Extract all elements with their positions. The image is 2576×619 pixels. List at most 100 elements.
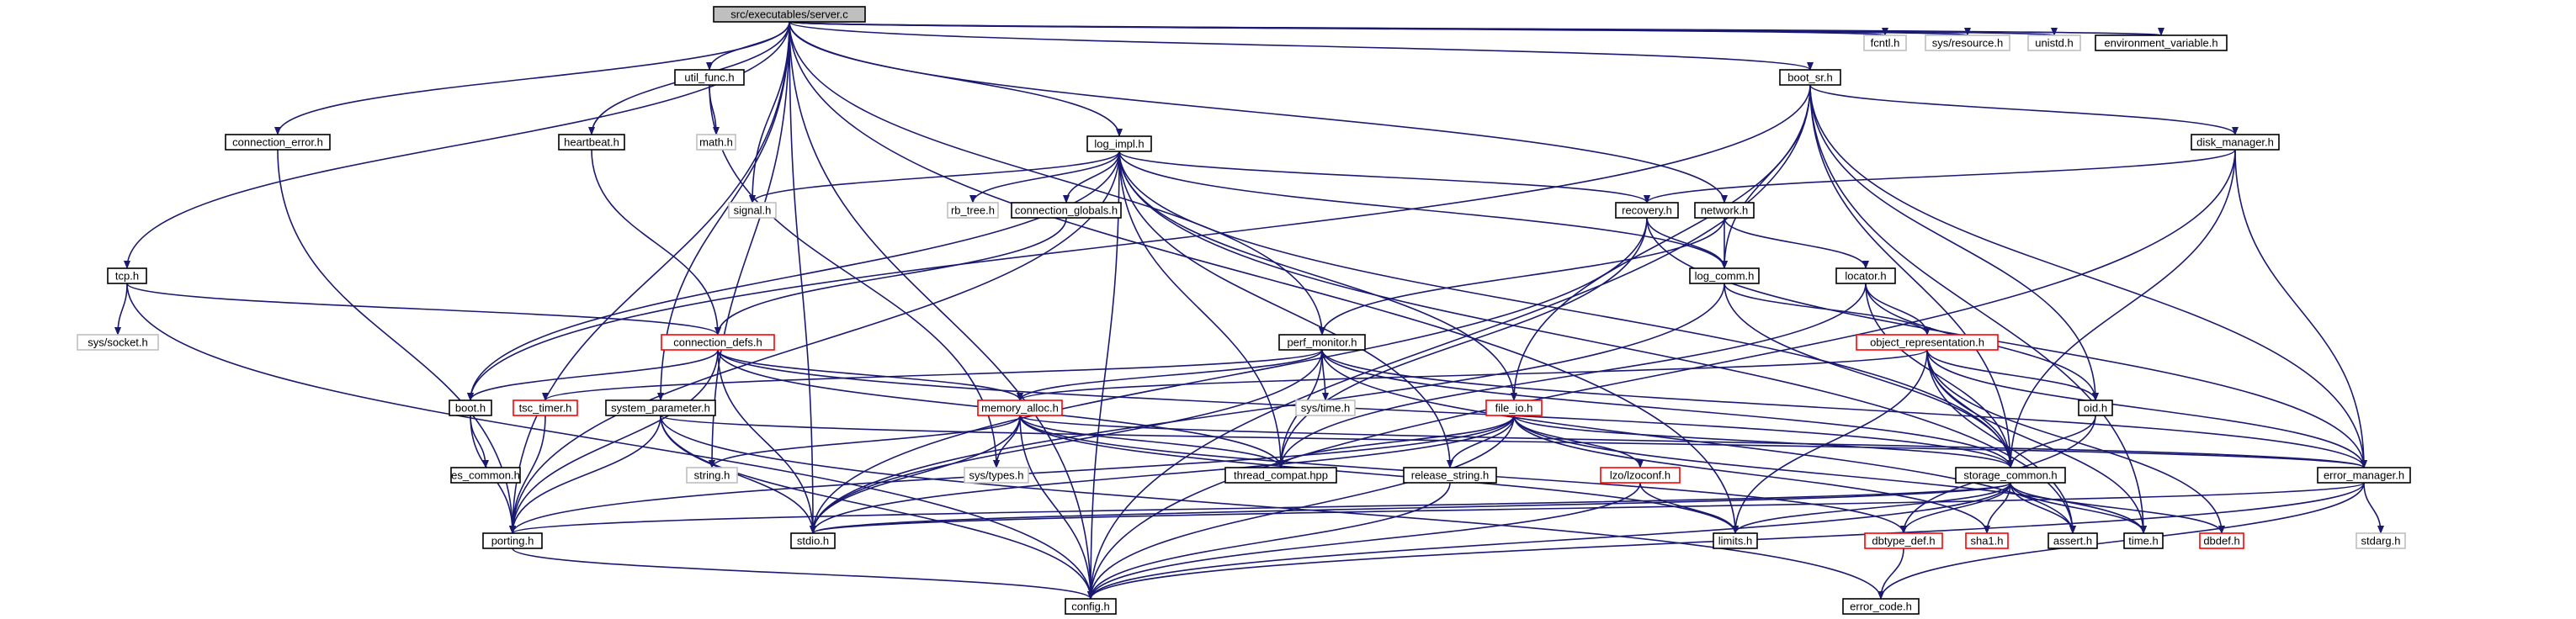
- node-environment-variable-h[interactable]: environment_variable.h: [2095, 34, 2228, 51]
- node-signal-h[interactable]: signal.h: [728, 202, 777, 219]
- edge-connection_defs_h-to-storage_common_h: [717, 349, 2014, 468]
- node-connection-error-h[interactable]: connection_error.h: [225, 134, 331, 151]
- edge-log_comm_h-to-object_representation_h: [1724, 283, 1931, 336]
- node-box: [1615, 202, 1679, 219]
- edge-error_manager_h-to-error_code_h: [1878, 482, 2365, 600]
- node-sys-types-h[interactable]: sys/types.h: [964, 467, 1029, 484]
- node-box: [1485, 399, 1543, 416]
- node-release-string-h[interactable]: release_string.h: [1403, 467, 1497, 484]
- node-error-code-h[interactable]: error_code.h: [1842, 598, 1920, 615]
- node-label: perf_monitor.h: [1287, 336, 1357, 349]
- node-sys-resource-h[interactable]: sys/resource.h: [1925, 34, 2010, 51]
- node-sha1-h[interactable]: sha1.h: [1965, 532, 2009, 549]
- node-box: [1600, 467, 1681, 484]
- node-connection-globals-h[interactable]: connection_globals.h: [1011, 202, 1122, 219]
- node-box: [1065, 598, 1117, 615]
- node-label: heartbeat.h: [564, 136, 619, 149]
- node-label: es_common.h: [451, 469, 520, 482]
- node-box: [605, 399, 716, 416]
- node-label: connection_defs.h: [673, 336, 762, 349]
- node-log-impl-h[interactable]: log_impl.h: [1086, 135, 1152, 152]
- node-label: storage_common.h: [1963, 469, 2057, 482]
- edge-server_c-to-environment_variable_h: [789, 21, 2164, 36]
- edge-storage_common_h-to-dbtype_def_h: [1900, 482, 2011, 534]
- node-lzoconf-h[interactable]: lzo/lzoconf.h: [1600, 467, 1681, 484]
- node-oid-h[interactable]: oid.h: [2078, 399, 2113, 416]
- edge-dbtype_def_h-to-error_code_h: [1878, 548, 1904, 600]
- node-math-h[interactable]: math.h: [696, 134, 736, 151]
- node-thread-compat-hpp[interactable]: thread_compat.hpp: [1224, 467, 1337, 484]
- node-sys-time-h[interactable]: sys/time.h: [1295, 399, 1356, 416]
- node-label: sys/types.h: [969, 469, 1023, 482]
- node-box: [977, 399, 1063, 416]
- node-label: recovery.h: [1622, 204, 1672, 217]
- node-label: object_representation.h: [1870, 336, 1984, 349]
- node-system-parameter-h[interactable]: system_parameter.h: [605, 399, 716, 416]
- edge-util_func_h-to-sys_types_h: [709, 84, 1000, 468]
- node-label: system_parameter.h: [611, 402, 710, 415]
- edge-network_h-to-locator_h: [1724, 217, 1869, 269]
- edge-boot_sr_h-to-disk_manager_h: [1809, 84, 2239, 135]
- node-file-io-h[interactable]: file_io.h: [1485, 399, 1543, 416]
- node-recovery-h[interactable]: recovery.h: [1615, 202, 1679, 219]
- node-assert-h[interactable]: assert.h: [2048, 532, 2098, 549]
- node-box: [661, 334, 775, 351]
- node-box: [1955, 467, 2066, 484]
- node-config-h[interactable]: config.h: [1065, 598, 1117, 615]
- node-label: assert.h: [2053, 535, 2092, 548]
- node-log-comm-h[interactable]: log_comm.h: [1689, 267, 1760, 284]
- node-limits-h[interactable]: limits.h: [1713, 532, 1758, 549]
- node-string-h[interactable]: string.h: [686, 467, 738, 484]
- node-dbdef-h[interactable]: dbdef.h: [2199, 532, 2244, 549]
- edge-object_representation_h-to-memory_alloc_h: [1017, 349, 1928, 401]
- node-stdarg-h[interactable]: stdarg.h: [2356, 532, 2406, 549]
- edge-log_impl_h-to-porting_h: [509, 151, 1120, 534]
- node-box: [1689, 267, 1760, 284]
- node-box: [2199, 532, 2244, 549]
- node-dbtype-def-h[interactable]: dbtype_def.h: [1864, 532, 1943, 549]
- node-memory-alloc-h[interactable]: memory_alloc.h: [977, 399, 1063, 416]
- node-box: [674, 69, 745, 86]
- node-boot-h[interactable]: boot.h: [449, 399, 492, 416]
- node-util-func-h[interactable]: util_func.h: [674, 69, 745, 86]
- edge-file_io_h-to-sha1_h: [1513, 415, 1990, 534]
- edge-perf_monitor_h-to-error_manager_h: [1321, 349, 2367, 468]
- node-stdio-h[interactable]: stdio.h: [790, 532, 836, 549]
- node-box: [450, 467, 521, 484]
- node-disk-manager-h[interactable]: disk_manager.h: [2191, 134, 2280, 151]
- node-network-h[interactable]: network.h: [1694, 202, 1755, 219]
- node-object-representation-h[interactable]: object_representation.h: [1856, 334, 1999, 351]
- node-unistd-h[interactable]: unistd.h: [2027, 34, 2081, 51]
- node-label: config.h: [1071, 600, 1110, 613]
- node-label: src/executables/server.c: [730, 8, 848, 21]
- node-boot-sr-h[interactable]: boot_sr.h: [1779, 69, 1841, 86]
- node-connection-defs-h[interactable]: connection_defs.h: [661, 334, 775, 351]
- node-sys-socket-h[interactable]: sys/socket.h: [77, 334, 159, 351]
- node-tsc-timer-h[interactable]: tsc_timer.h: [513, 399, 578, 416]
- edge-heartbeat_h-to-connection_defs_h: [591, 149, 721, 336]
- node-locator-h[interactable]: locator.h: [1835, 267, 1896, 284]
- node-es-common-h[interactable]: es_common.h: [450, 467, 521, 484]
- node-box: [1403, 467, 1497, 484]
- node-label: boot_sr.h: [1787, 71, 1833, 84]
- node-fcntl-h[interactable]: fcntl.h: [1863, 34, 1907, 51]
- node-error-manager-h[interactable]: error_manager.h: [2317, 467, 2411, 484]
- node-porting-h[interactable]: porting.h: [482, 532, 543, 549]
- node-rb-tree-h[interactable]: rb_tree.h: [947, 202, 999, 219]
- node-heartbeat-h[interactable]: heartbeat.h: [558, 134, 625, 151]
- node-box: [2078, 399, 2113, 416]
- edge-error_manager_h-to-stdarg_h: [2363, 482, 2384, 534]
- node-box: [1864, 532, 1943, 549]
- node-time-h[interactable]: time.h: [2123, 532, 2164, 549]
- node-storage-common-h[interactable]: storage_common.h: [1955, 467, 2066, 484]
- edge-boot_sr_h-to-config_h: [1087, 84, 1811, 600]
- node-label: log_comm.h: [1695, 270, 1755, 283]
- node-label: signal.h: [734, 204, 772, 217]
- node-box: [1779, 69, 1841, 86]
- edge-connection_error_h-to-porting_h: [277, 149, 516, 534]
- edge-error_manager_h-to-stdio_h: [810, 482, 2365, 534]
- node-box: [2317, 467, 2411, 484]
- edge-server_c-to-connection_error_h: [274, 21, 790, 135]
- node-perf-monitor-h[interactable]: perf_monitor.h: [1278, 334, 1366, 351]
- node-tcp-h[interactable]: tcp.h: [107, 267, 147, 284]
